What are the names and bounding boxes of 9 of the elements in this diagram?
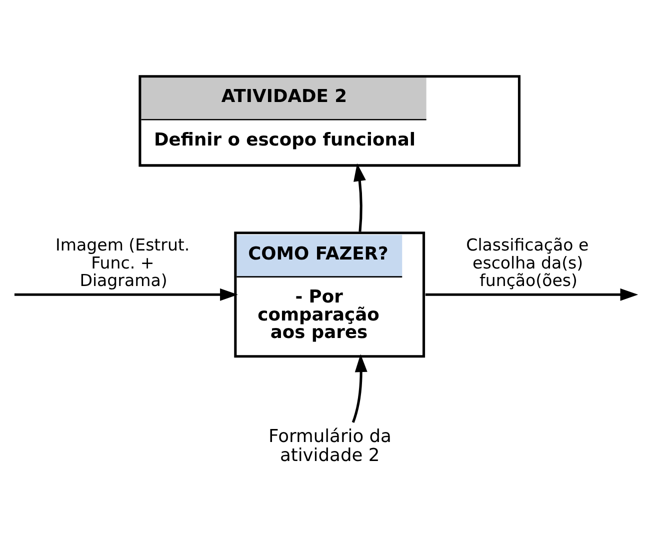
arrow [354, 163, 366, 232]
arrow [425, 288, 638, 301]
arrow [352, 354, 368, 423]
node-box: ATIVIDADE 2 Definir o escopo funcional [138, 75, 520, 167]
node-text: Formulário da atividade 2 [268, 426, 392, 466]
arrow [14, 288, 238, 301]
node-box: COMO FAZER? - Por comparação aos pares [234, 232, 426, 358]
edge-label: Imagem (Estrut. Func. + Diagrama) [56, 236, 190, 290]
edge-label: Classificação e escolha da(s) função(ões) [466, 236, 589, 290]
